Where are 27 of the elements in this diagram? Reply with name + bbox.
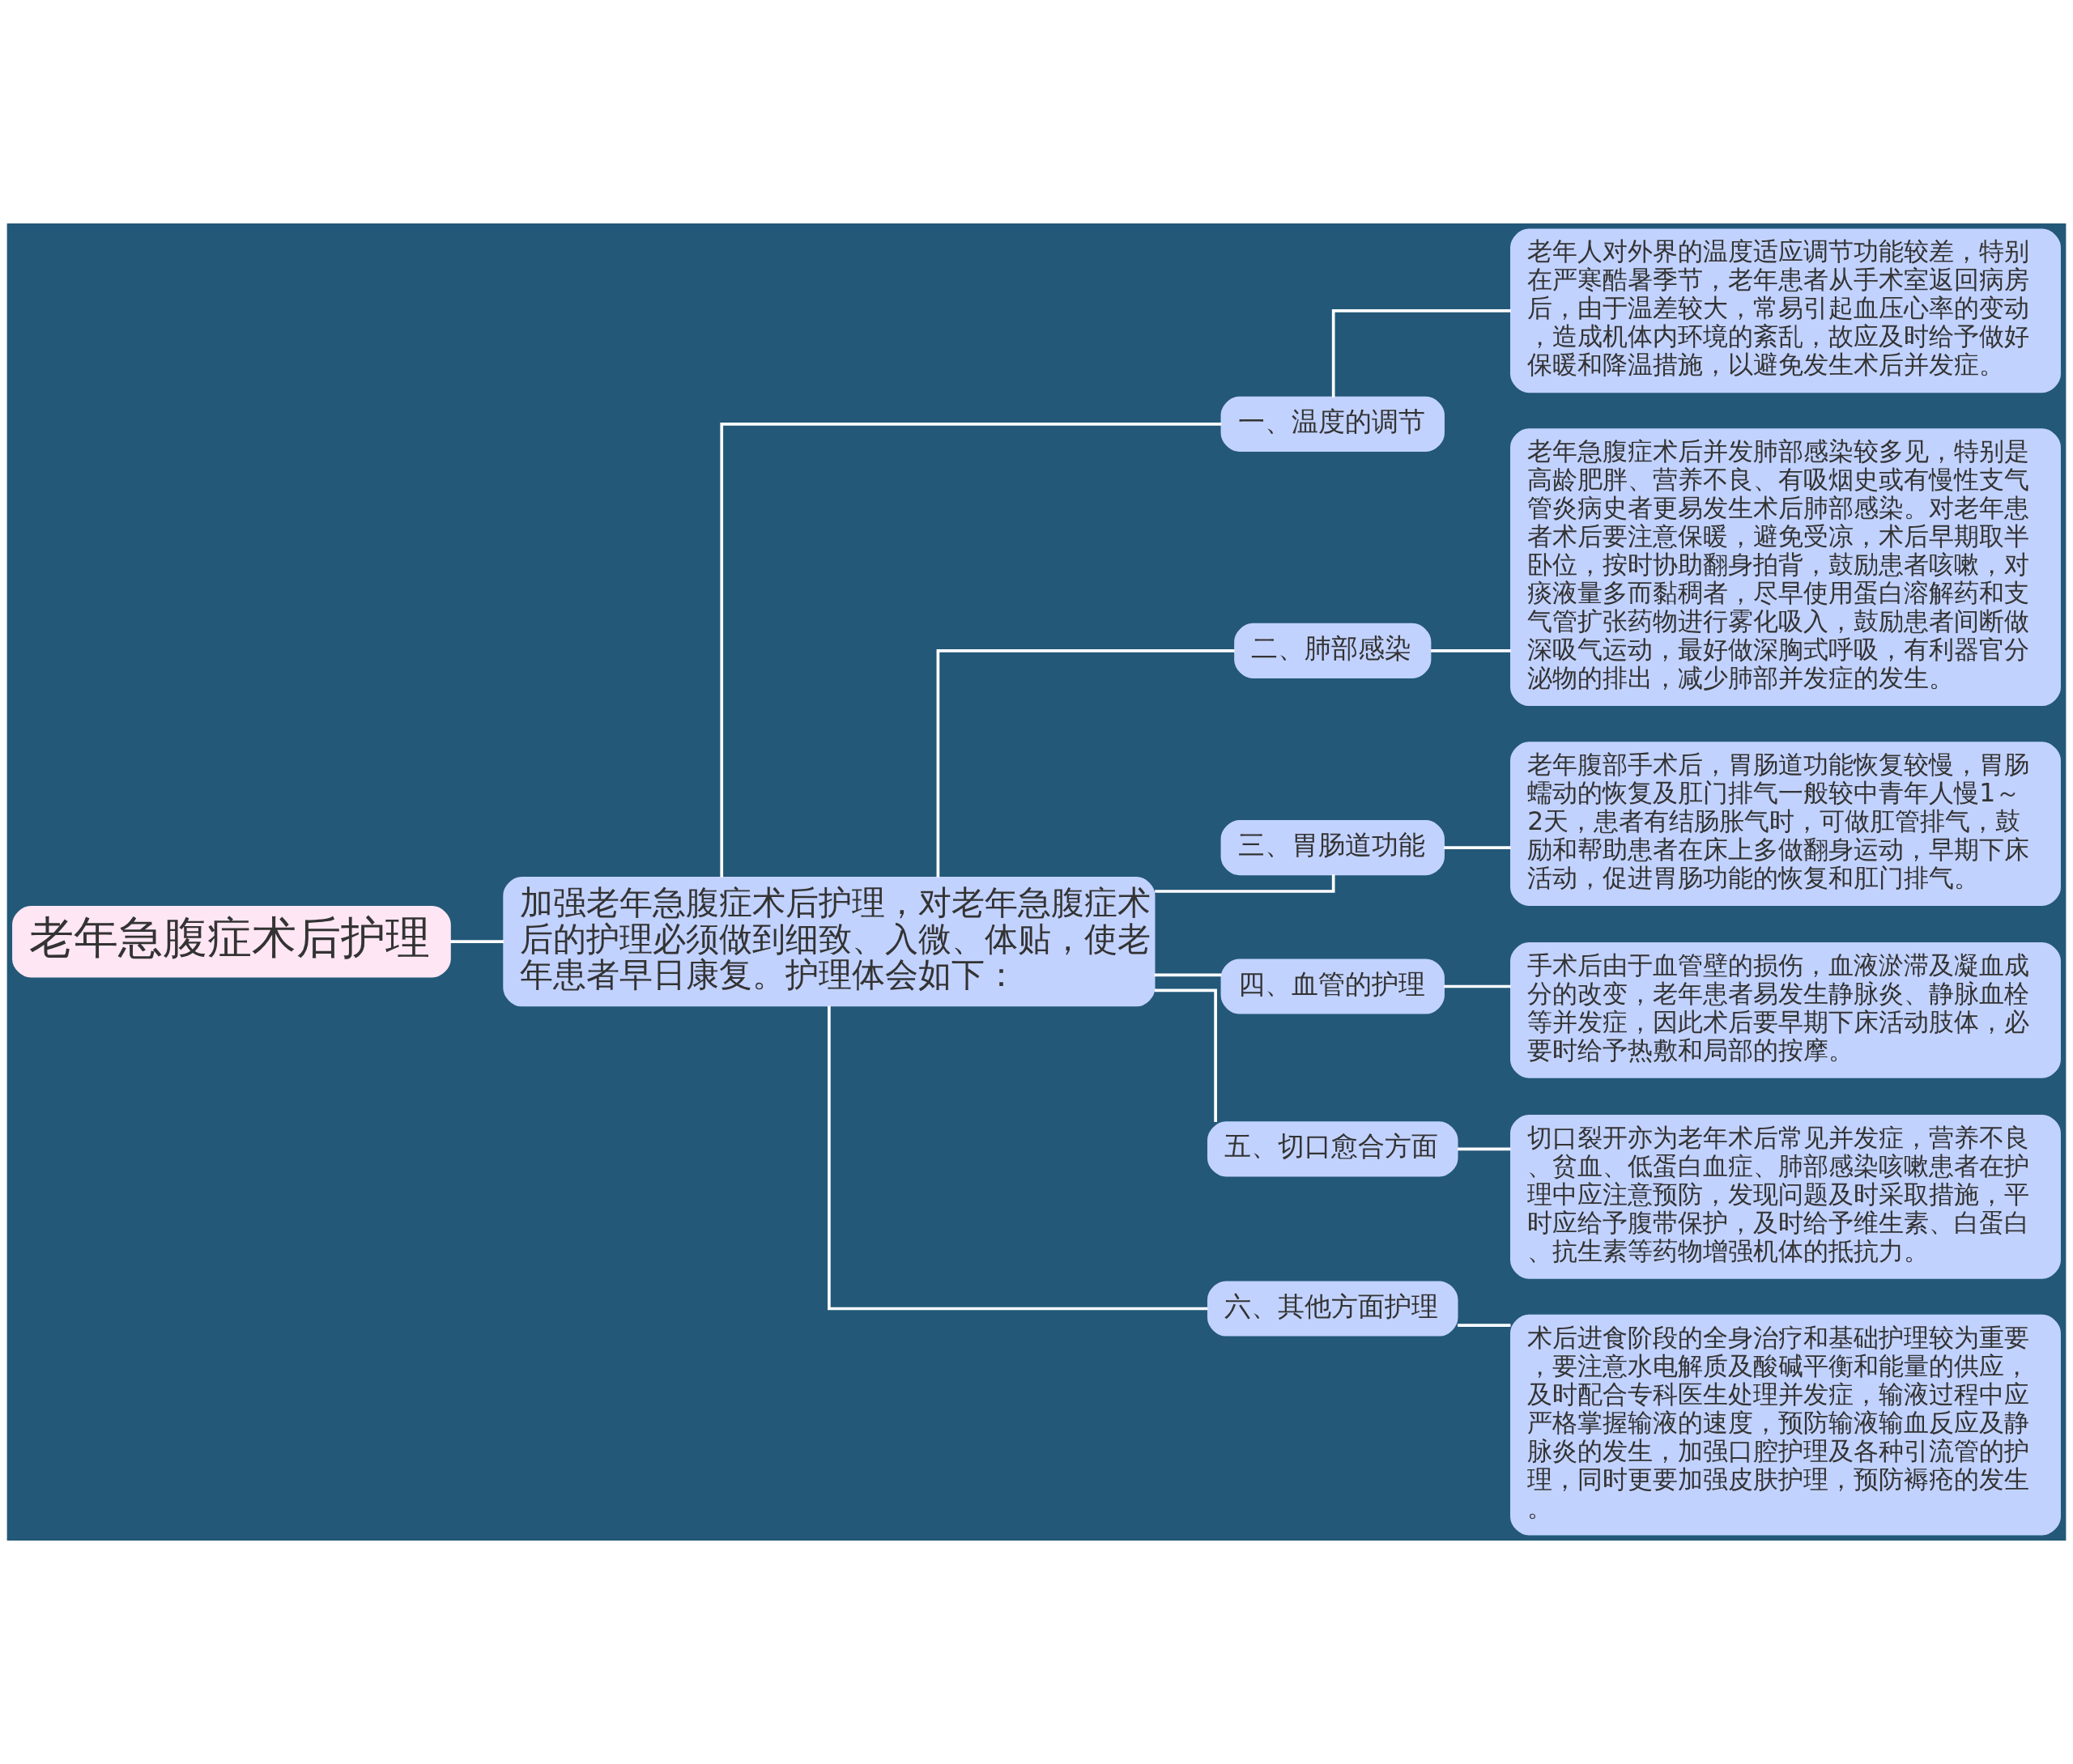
connector [1458,1324,1511,1328]
node-box: 手术后由于血管壁的损伤，血液淤滞及凝血成分的改变，老年患者易发生静脉炎、静脉血栓等并发症，因此术后要早期下床活动肢体，必要时给予热敷和局部的按摩。 [1510,942,2061,1078]
node-box: 二、肺部感染 [1234,623,1432,678]
connector [1444,984,1511,988]
node-box: 一、温度的调节 [1220,396,1445,452]
connector [1154,973,1222,977]
node-box: 老年急腹症术后护理 [12,906,451,978]
node-box: 切口裂开亦为老年术后常见并发症，营养不良、贫血、低蛋白血症、肺部感染咳嗽患者在护理中应注意预防，发现问题及时采取措施，平时应给予腹带保护，及时给予维生素、白蛋白、抗生素等药物增强机体的抵抗力。 [1510,1114,2061,1279]
node-box: 术后进食阶段的全身治疗和基础护理较为重要，要注意水电解质及酸碱平衡和能量的供应，及时配合专科医生处理并发症，输液过程中应严格掌握输液的速度，预防输液输血反应及静脉炎的发生，加强口腔护理及各种引流管的护理，同时更要加强皮肤护理，预防褥疮的发生。 [1510,1314,2061,1536]
node-box: 老年人对外界的温度适应调节功能较差，特别在严寒酷暑季节，老年患者从手术室返回病房后，由于温差较大，常易引起血压心率的变动，造成机体内环境的紊乱，故应及时给予做好保暖和降温措施，以避免发生术后并发症。 [1510,228,2061,393]
node-box: 六、其他方面护理 [1207,1281,1458,1337]
connector [1458,1147,1511,1151]
node-box: 三、胃肠道功能 [1220,820,1445,876]
connector [1431,649,1511,652]
connector [936,649,1235,878]
connector [1155,874,1335,893]
node-box: 老年腹部手术后，胃肠道功能恢复较慢，胃肠蠕动的恢复及肛门排气一般较中青年人慢1～2天，患者有结肠胀气时，可做肛管排气，鼓励和帮助患者在床上多做翻身运动，早期下床活动，促进胃肠功能的恢复和肛门排气。 [1510,742,2061,906]
node-box: 老年急腹症术后并发肺部感染较多见，特别是高龄肥胖、营养不良、有吸烟史或有慢性支气管炎病史者更易发生术后肺部感染。对老年患者术后要注意保暖，避免受凉，术后早期取半卧位，按时协助翻身拍背，鼓励患者咳嗽，对痰液量多而黏稠者，尽早使用蛋白溶解药和支气管扩张药物进行雾化吸入，鼓励患者间断做深吸气运动，最好做深胸式呼吸，有利器官分泌物的排出，减少肺部并发症的发生。 [1510,428,2061,707]
connector [450,940,504,944]
connector [1331,308,1511,397]
connector [720,423,1222,878]
connector [1444,846,1511,849]
node-box: 加强老年急腹症术后护理，对老年急腹症术后的护理必须做到细致、入微、体贴，使老年患者早日康复。护理体会如下： [503,877,1156,1007]
connector [828,1005,1208,1311]
connector [1155,988,1217,1123]
node-box: 五、切口愈合方面 [1207,1121,1458,1177]
node-box: 四、血管的护理 [1220,959,1445,1014]
